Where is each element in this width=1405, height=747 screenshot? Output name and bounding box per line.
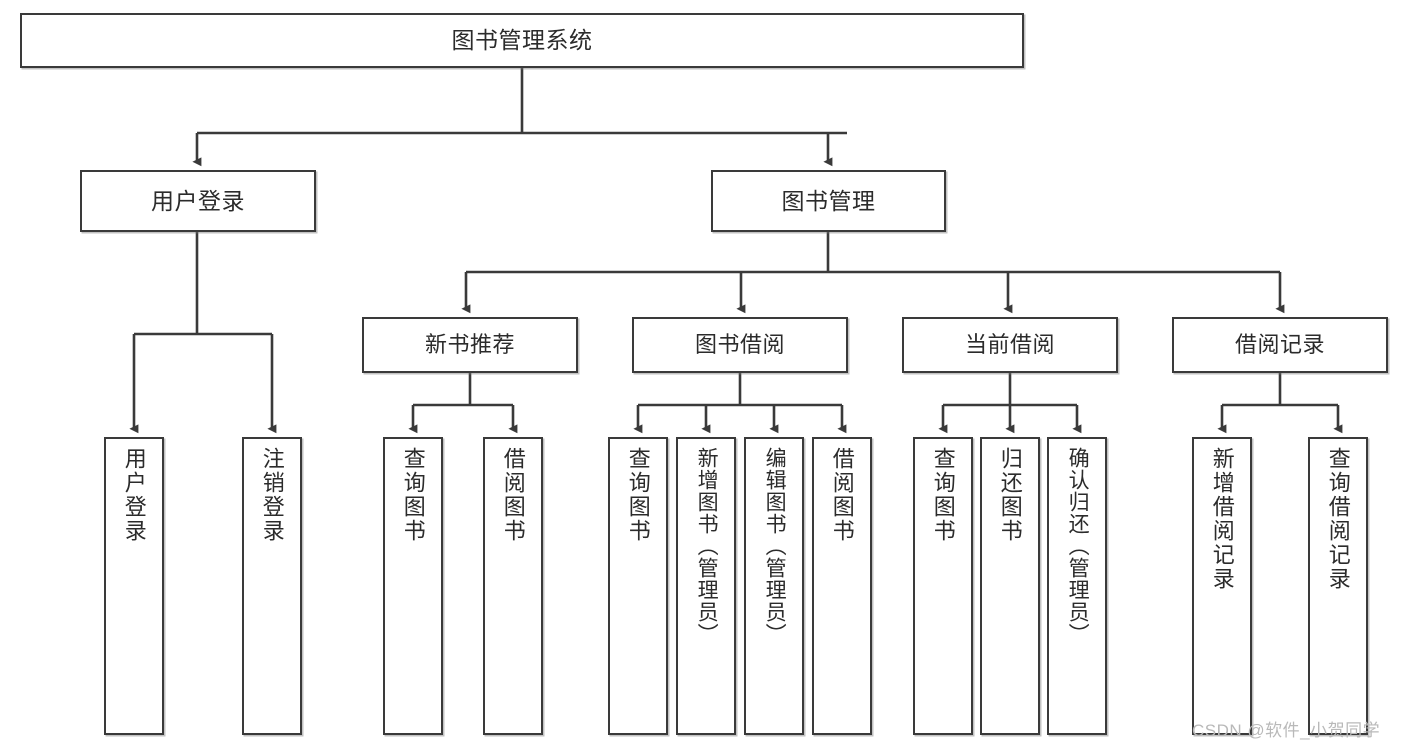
node-label: 查询图书 <box>400 447 426 543</box>
node-user-login[interactable]: 用户登录 <box>80 170 316 232</box>
node-label: 新书推荐 <box>424 332 515 358</box>
leaf-current-confirm-return-admin[interactable]: 确认归还（管理员） <box>1047 437 1107 735</box>
node-label: 注销登录 <box>259 447 285 543</box>
node-label: 用户登录 <box>121 447 147 543</box>
leaf-user-login-logout[interactable]: 注销登录 <box>242 437 302 735</box>
node-label: 用户登录 <box>151 187 245 214</box>
node-label: 图书管理 <box>781 187 876 214</box>
node-label: 编辑图书（管理员） <box>763 447 787 645</box>
node-label: 查询借阅记录 <box>1325 447 1351 591</box>
leaf-user-login-login[interactable]: 用户登录 <box>104 437 164 735</box>
node-label: 图书管理系统 <box>451 27 593 54</box>
node-label: 归还图书 <box>997 447 1023 543</box>
leaf-borrow-add-book-admin[interactable]: 新增图书（管理员） <box>676 437 736 735</box>
node-label: 借阅图书 <box>500 447 526 543</box>
leaf-borrow-borrow-book[interactable]: 借阅图书 <box>812 437 872 735</box>
node-root-system[interactable]: 图书管理系统 <box>20 13 1024 68</box>
node-label: 查询图书 <box>930 447 956 543</box>
leaf-current-return-book[interactable]: 归还图书 <box>980 437 1040 735</box>
node-book-borrow[interactable]: 图书借阅 <box>632 317 848 373</box>
node-label: 借阅图书 <box>829 447 855 543</box>
leaf-record-add-record[interactable]: 新增借阅记录 <box>1192 437 1252 735</box>
csdn-watermark: CSDN @软件_小贺同学 <box>1192 721 1381 740</box>
node-borrow-record[interactable]: 借阅记录 <box>1172 317 1388 373</box>
leaf-recommend-borrow-book[interactable]: 借阅图书 <box>483 437 543 735</box>
leaf-borrow-query-book[interactable]: 查询图书 <box>608 437 668 735</box>
leaf-record-query-record[interactable]: 查询借阅记录 <box>1308 437 1368 735</box>
leaf-current-query-book[interactable]: 查询图书 <box>913 437 973 735</box>
node-book-management[interactable]: 图书管理 <box>711 170 946 232</box>
node-label: 借阅记录 <box>1234 332 1325 358</box>
node-new-book-recommend[interactable]: 新书推荐 <box>362 317 578 373</box>
node-current-borrow[interactable]: 当前借阅 <box>902 317 1118 373</box>
node-label: 确认归还（管理员） <box>1066 447 1090 645</box>
node-label: 当前借阅 <box>964 332 1055 358</box>
node-label: 新增图书（管理员） <box>695 447 719 645</box>
node-label: 图书借阅 <box>694 332 785 358</box>
leaf-recommend-query-book[interactable]: 查询图书 <box>383 437 443 735</box>
leaf-borrow-edit-book-admin[interactable]: 编辑图书（管理员） <box>744 437 804 735</box>
node-label: 查询图书 <box>625 447 651 543</box>
node-label: 新增借阅记录 <box>1209 447 1235 591</box>
